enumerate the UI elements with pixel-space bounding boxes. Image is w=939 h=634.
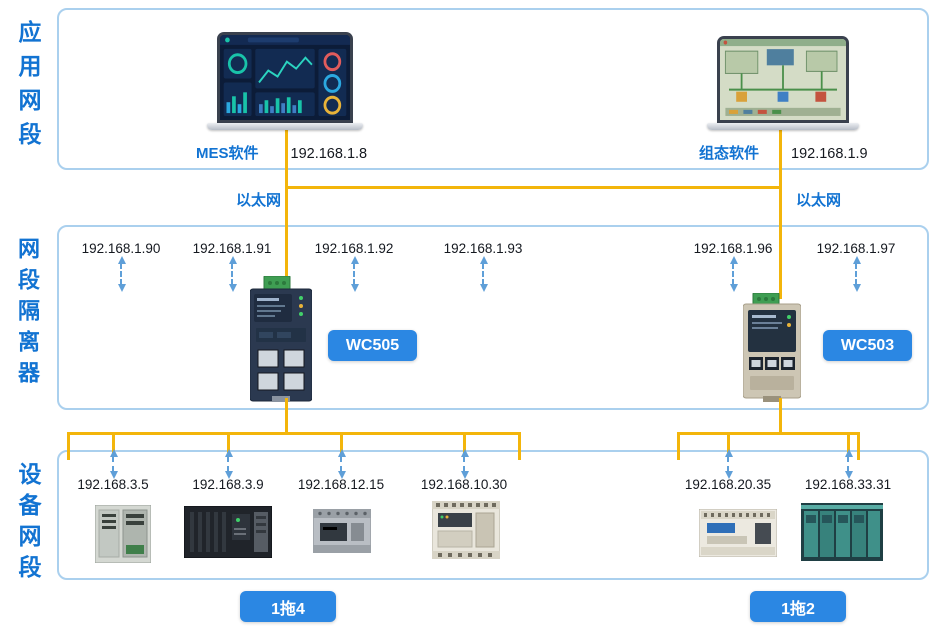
wc503-feeder-line [779, 398, 782, 434]
device-ip-5: 192.168.20.35 [684, 477, 772, 492]
isolator-ip-6: 192.168.1.97 [816, 241, 896, 256]
bus-drop-line [67, 432, 70, 460]
isolator-ip-5: 192.168.1.96 [693, 241, 773, 256]
right-distribution-bus [677, 432, 860, 435]
device-ip-6: 192.168.33.31 [804, 477, 892, 492]
mes-caption: MES软件 192.168.1.8 [196, 142, 367, 163]
scada-software-label: 组态软件 [699, 145, 760, 162]
mes-laptop-screen [217, 32, 353, 123]
scada-ip: 192.168.1.9 [791, 146, 868, 162]
group-left-badge: 1拖4 [240, 591, 336, 622]
ethernet-label-left: 以太网 [236, 192, 282, 209]
bus-drop-line [227, 432, 230, 453]
plc-device-2 [184, 506, 272, 558]
device-ip-1: 192.168.3.5 [77, 477, 149, 492]
dashed-link-arrow [853, 256, 861, 292]
bus-drop-line [677, 432, 680, 460]
isolator-segment-label: 网段隔离器 [15, 237, 40, 392]
mes-ip: 192.168.1.8 [290, 146, 368, 162]
isolator-ip-4: 192.168.1.93 [443, 241, 523, 256]
wc505-badge: WC505 [328, 330, 417, 361]
ethernet-line-scada-to-wc503 [779, 125, 782, 299]
mes-laptop-base [207, 123, 363, 130]
dashed-link-arrow [110, 449, 118, 479]
dashed-link-arrow [225, 449, 233, 479]
group-right-badge: 1拖2 [750, 591, 846, 622]
isolator-ip-3: 192.168.1.92 [314, 241, 394, 256]
ethernet-line-mes-to-wc505 [285, 129, 288, 279]
bus-drop-line [463, 432, 466, 453]
scada-caption: 组态软件 192.168.1.9 [699, 142, 868, 163]
bus-drop-line [112, 432, 115, 453]
device-segment-label: 设备网段 [15, 462, 41, 586]
dashed-link-arrow [351, 256, 359, 292]
bus-drop-line [847, 432, 850, 453]
ethernet-label-right: 以太网 [796, 192, 842, 209]
plc-device-5 [699, 509, 777, 557]
device-ip-2: 192.168.3.9 [192, 477, 264, 492]
dashed-link-arrow [725, 449, 733, 479]
left-distribution-bus [67, 432, 521, 435]
device-ip-3: 192.168.12.15 [297, 477, 385, 492]
dashed-link-arrow [229, 256, 237, 292]
dashed-link-arrow [118, 256, 126, 292]
bus-drop-line [727, 432, 730, 453]
bus-drop-line [340, 432, 343, 453]
plc-device-6 [801, 503, 883, 561]
mes-software-label: MES软件 [196, 145, 259, 162]
dashed-link-arrow [480, 256, 488, 292]
mes-laptop [207, 32, 363, 130]
scada-laptop [707, 36, 859, 130]
wc503-badge: WC503 [823, 330, 912, 361]
dashed-link-arrow [338, 449, 346, 479]
wc505-gateway-device [250, 276, 312, 402]
isolator-ip-2: 192.168.1.91 [192, 241, 272, 256]
scada-laptop-base [707, 123, 859, 130]
dashed-link-arrow [461, 449, 469, 479]
dashed-link-arrow [730, 256, 738, 292]
application-segment-label: 应用网段 [15, 20, 41, 156]
bus-drop-line [857, 432, 860, 460]
bus-drop-line [518, 432, 521, 460]
dashed-link-arrow [845, 449, 853, 479]
mes-dashboard-graphic [220, 35, 350, 120]
ethernet-bus-line [285, 186, 782, 189]
scada-laptop-screen [717, 36, 849, 123]
plc-device-4 [432, 501, 500, 559]
plc-device-3 [313, 509, 371, 553]
wc505-feeder-line [285, 398, 288, 434]
isolator-ip-1: 192.168.1.90 [81, 241, 161, 256]
device-ip-4: 192.168.10.30 [420, 477, 508, 492]
plc-device-1 [95, 505, 151, 563]
scada-hmi-graphic [720, 39, 846, 120]
wc503-gateway-device [743, 293, 801, 402]
